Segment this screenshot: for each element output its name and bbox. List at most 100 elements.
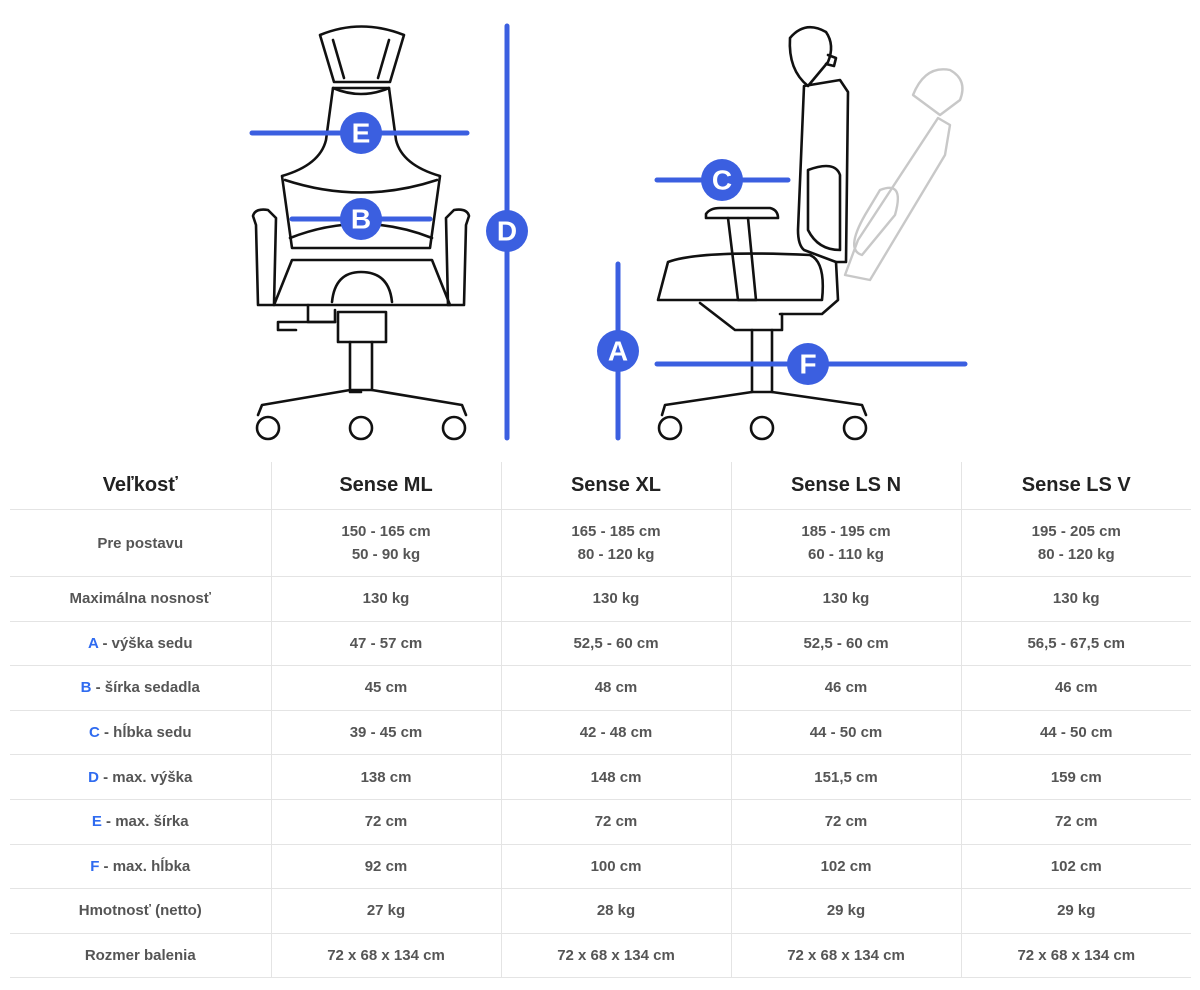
cell-line: 165 - 185 cm [571, 523, 661, 540]
table-cell: 45 cm [270, 665, 501, 711]
row-label: A - výška sedu [10, 621, 271, 667]
row-letter: A [88, 634, 99, 652]
row-label-text: - max. hĺbka [99, 857, 191, 875]
size-spec-table: Veľkosť Sense ML Sense XL Sense LS N Sen… [10, 462, 1191, 979]
table-cell: 44 - 50 cm [960, 710, 1191, 756]
table-cell: 92 cm [270, 844, 501, 890]
table-header-row: Veľkosť Sense ML Sense XL Sense LS N Sen… [10, 462, 1191, 510]
table-cell: 130 kg [960, 576, 1191, 622]
table-row: D - max. výška 138 cm 148 cm 151,5 cm 15… [10, 754, 1191, 800]
table-cell: 27 kg [270, 888, 501, 934]
table-cell: 48 cm [500, 665, 731, 711]
header-sense-ml: Sense ML [270, 462, 501, 510]
dimension-f: F [654, 343, 968, 385]
table-cell: 46 cm [730, 665, 961, 711]
badge-f-label: F [799, 349, 816, 380]
table-row: Hmotnosť (netto) 27 kg 28 kg 29 kg 29 kg [10, 888, 1191, 934]
row-label: F - max. hĺbka [10, 844, 271, 890]
dimension-b: B [289, 198, 433, 240]
header-sense-xl: Sense XL [500, 462, 731, 510]
header-sense-ls-v: Sense LS V [960, 462, 1191, 510]
row-label-text: Pre postavu [97, 534, 184, 552]
cell-line: 80 - 120 kg [577, 546, 655, 563]
badge-c-label: C [712, 165, 732, 196]
row-label: Rozmer balenia [10, 933, 271, 979]
row-label-text: - max. výška [98, 768, 193, 786]
table-cell: 29 kg [960, 888, 1191, 934]
table-cell: 72 x 68 x 134 cm [500, 933, 731, 979]
row-label: D - max. výška [10, 754, 271, 800]
table-cell: 148 cm [500, 754, 731, 800]
table-cell: 102 cm [730, 844, 961, 890]
table-cell: 72 x 68 x 134 cm [270, 933, 501, 979]
header-sense-ls-n: Sense LS N [730, 462, 961, 510]
table-cell: 72 cm [270, 799, 501, 845]
table-row: B - šírka sedadla 45 cm 48 cm 46 cm 46 c… [10, 665, 1191, 711]
row-letter: D [88, 768, 99, 786]
row-label-text: - výška sedu [98, 634, 193, 652]
badge-d-label: D [497, 216, 517, 247]
row-label-text: - max. šírka [101, 813, 189, 831]
table-cell: 72 cm [500, 799, 731, 845]
table-cell: 56,5 - 67,5 cm [960, 621, 1191, 667]
table-cell: 52,5 - 60 cm [500, 621, 731, 667]
cell-line: 80 - 120 kg [1037, 546, 1115, 563]
table-cell: 42 - 48 cm [500, 710, 731, 756]
row-letter: F [90, 857, 100, 875]
table-cell: 72 cm [960, 799, 1191, 845]
table-row: Pre postavu 150 - 165 cm 50 - 90 kg 165 -… [10, 509, 1191, 577]
table-cell: 72 x 68 x 134 cm [730, 933, 961, 979]
chair-side-reclined-ghost [843, 68, 964, 282]
cell-line: 60 - 110 kg [808, 546, 884, 563]
row-label: C - hĺbka sedu [10, 710, 271, 756]
table-cell: 28 kg [500, 888, 731, 934]
table-row: A - výška sedu 47 - 57 cm 52,5 - 60 cm 5… [10, 621, 1191, 667]
table-cell: 138 cm [270, 754, 501, 800]
table-cell: 159 cm [960, 754, 1191, 800]
cell-line: 150 - 165 cm [341, 523, 431, 540]
chair-dimension-diagram: E B D C A F [249, 23, 968, 441]
row-label: Maximálna nosnosť [10, 576, 271, 622]
table-cell: 100 cm [500, 844, 731, 890]
row-label: Hmotnosť (netto) [10, 888, 271, 934]
chair-front-view [251, 25, 471, 441]
table-row: E - max. šírka 72 cm 72 cm 72 cm 72 cm [10, 799, 1191, 845]
table-cell: 46 cm [960, 665, 1191, 711]
table-cell: 39 - 45 cm [270, 710, 501, 756]
badge-e-label: E [352, 118, 371, 149]
row-label-text: Maximálna nosnosť [69, 590, 211, 608]
header-size: Veľkosť [10, 462, 271, 510]
chair-side-view [656, 25, 868, 441]
table-cell: 150 - 165 cm 50 - 90 kg [270, 509, 501, 577]
badge-a-label: A [608, 336, 628, 367]
table-cell: 72 cm [730, 799, 961, 845]
cell-line: 50 - 90 kg [351, 546, 421, 563]
table-cell: 151,5 cm [730, 754, 961, 800]
row-letter: B [80, 679, 92, 697]
row-label: Pre postavu [10, 509, 271, 577]
table-row: Maximálna nosnosť 130 kg 130 kg 130 kg 1… [10, 576, 1191, 622]
row-label-text: Rozmer balenia [84, 947, 196, 965]
table-cell: 130 kg [730, 576, 961, 622]
table-cell: 47 - 57 cm [270, 621, 501, 667]
row-label-text: Hmotnosť (netto) [78, 902, 202, 920]
badge-b-label: B [351, 204, 371, 235]
dimension-e: E [249, 112, 470, 154]
table-cell: 195 - 205 cm 80 - 120 kg [960, 509, 1191, 577]
row-label: B - šírka sedadla [10, 665, 271, 711]
table-cell: 44 - 50 cm [730, 710, 961, 756]
table-cell: 52,5 - 60 cm [730, 621, 961, 667]
table-cell: 29 kg [730, 888, 961, 934]
cell-line: 195 - 205 cm [1031, 523, 1121, 540]
dimension-c: C [654, 159, 791, 201]
row-label-text: - šírka sedadla [91, 679, 200, 697]
table-cell: 72 x 68 x 134 cm [960, 933, 1191, 979]
table-cell: 102 cm [960, 844, 1191, 890]
table-cell: 130 kg [500, 576, 731, 622]
table-row: F - max. hĺbka 92 cm 100 cm 102 cm 102 c… [10, 844, 1191, 890]
row-label: E - max. šírka [10, 799, 271, 845]
table-cell: 165 - 185 cm 80 - 120 kg [500, 509, 731, 577]
row-letter: E [91, 813, 102, 831]
dimension-d: D [486, 23, 528, 441]
